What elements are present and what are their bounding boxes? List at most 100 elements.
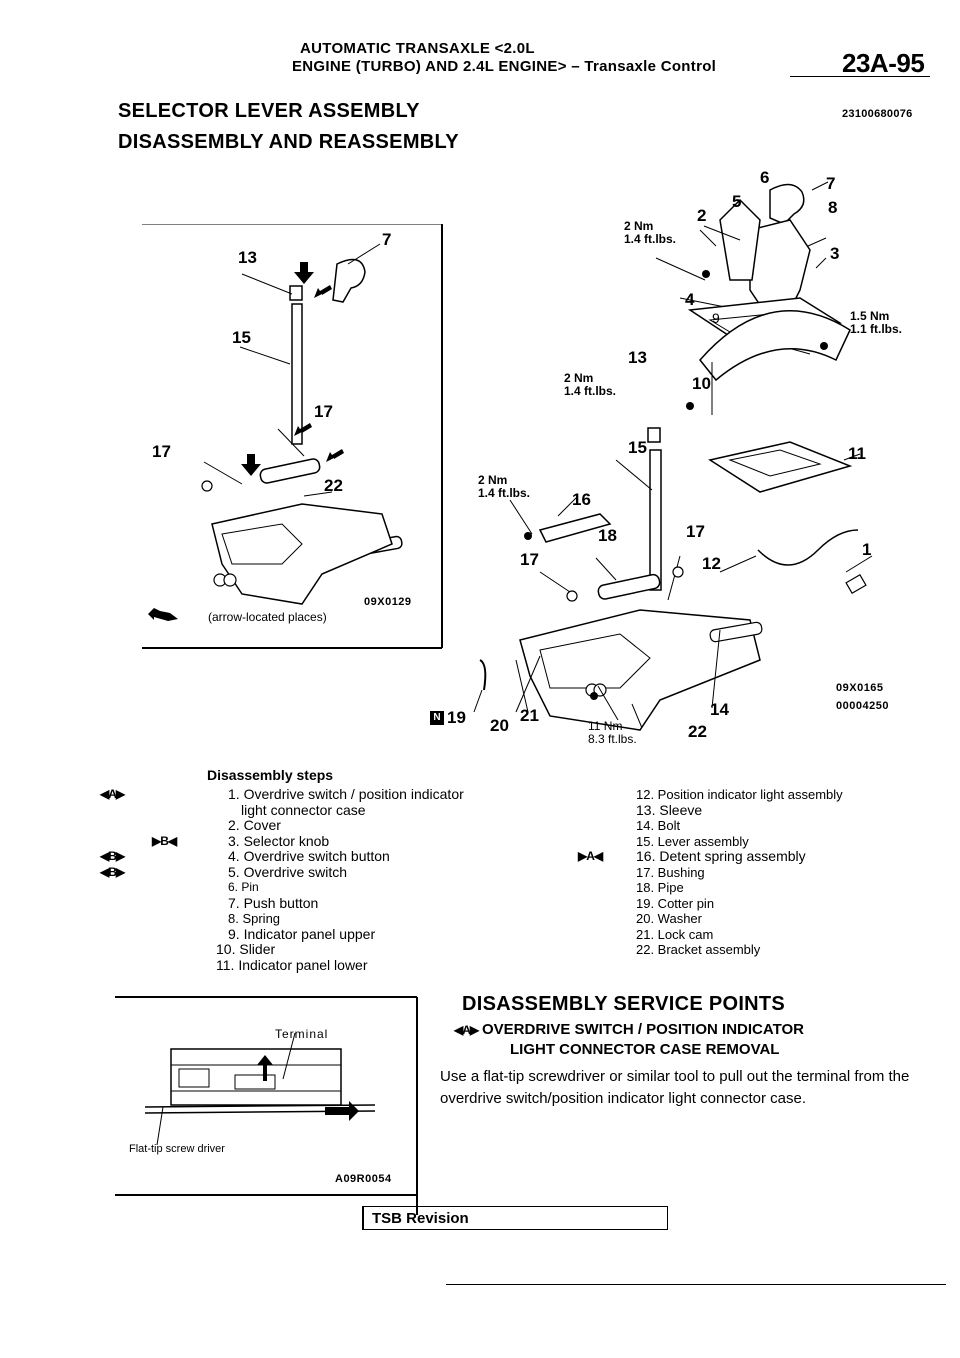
list-item: 13. Sleeve (570, 801, 950, 819)
callout-r-7: 7 (826, 174, 836, 193)
callout-r-9: 9 (712, 310, 720, 326)
step-7: 7. Push button (228, 894, 319, 911)
list-item: 12. Position indicator light assembly (570, 787, 950, 803)
torque-1-nm: 2 Nm (624, 219, 654, 233)
figure-left: 13 7 15 17 17 22 (arrow-located places) … (142, 224, 443, 649)
list-item: ◀B▶ 5. Overdrive switch (100, 864, 480, 881)
callout-7: 7 (382, 230, 392, 249)
list-item: 22. Bracket assembly (570, 942, 950, 958)
figure-left-code: 09X0129 (364, 596, 412, 608)
step-19: 19. Cotter pin (636, 895, 715, 911)
figure-right-code-2: 00004250 (836, 700, 889, 712)
list-item: light connector case (100, 801, 480, 819)
torque-spec-2: 1.5 Nm 1.1 ft.lbs. (850, 310, 902, 336)
step-1-cont: light connector case (241, 801, 366, 818)
callout-13: 13 (238, 248, 257, 267)
step-22: 22. Bracket assembly (636, 942, 761, 957)
callout-r-11: 11 (848, 444, 866, 463)
step-21: 21. Lock cam (636, 926, 714, 942)
step-12: 12. Position indicator light assembly (636, 787, 843, 802)
callout-r-8: 8 (828, 198, 838, 217)
list-item: 7. Push button (100, 894, 480, 912)
step-8: 8. Spring (228, 911, 281, 926)
section-code: 23100680076 (842, 108, 913, 120)
callout-r-13: 13 (628, 348, 647, 367)
step-18: 18. Pipe (636, 880, 684, 895)
figure-bottom-code: A09R0054 (335, 1173, 392, 1185)
disassembly-list-right: 12. Position indicator light assembly 13… (570, 787, 950, 958)
step-6: 6. Pin (228, 880, 259, 894)
page-number: 23A-95 (842, 48, 925, 78)
step-15: 15. Lever assembly (636, 833, 749, 849)
service-subheading-line-1: OVERDRIVE SWITCH / POSITION INDICATOR (482, 1021, 804, 1038)
footer-rule (446, 1284, 946, 1285)
step-20: 20. Washer (636, 911, 702, 926)
step-11: 11. Indicator panel lower (216, 956, 368, 973)
tsb-revision: TSB Revision (362, 1206, 668, 1230)
service-body: Use a flat-tip screwdriver or similar to… (440, 1068, 910, 1107)
service-subheading: ◀A▶ OVERDRIVE SWITCH / POSITION INDICATO… (454, 1020, 804, 1060)
callout-15: 15 (232, 328, 251, 347)
page-subtitle: DISASSEMBLY AND REASSEMBLY (118, 131, 459, 153)
header-line-1: AUTOMATIC TRANSAXLE <2.0L (300, 40, 535, 57)
list-item: ◀B▶ 4. Overdrive switch button (100, 848, 480, 865)
figure-left-drawing (142, 224, 443, 649)
callout-r-6: 6 (760, 168, 770, 187)
figure-left-caption: (arrow-located places) (208, 610, 327, 624)
torque-5-ftlbs: 8.3 ft.lbs. (588, 732, 637, 746)
service-points-heading: DISASSEMBLY SERVICE POINTS (462, 993, 786, 1015)
callout-r-16: 16 (572, 490, 591, 509)
tool-label: Flat-tip screw driver (129, 1143, 225, 1155)
page-title: SELECTOR LEVER ASSEMBLY (118, 100, 420, 122)
torque-4-ftlbs: 1.4 ft.lbs. (478, 486, 531, 500)
callout-r-19-group: N 19 (430, 708, 466, 728)
callout-r-10: 10 (692, 374, 711, 393)
marker-a-icon: ▶A◀ (578, 849, 603, 863)
list-item: 2. Cover (100, 817, 480, 834)
reuse-prohibited-icon: N (430, 711, 444, 725)
figure-right-drawing (473, 181, 873, 731)
list-item: 17. Bushing (570, 865, 950, 881)
torque-spec-3: 2 Nm 1.4 ft.lbs. (564, 372, 616, 398)
callout-r-5: 5 (732, 192, 742, 211)
list-item: 8. Spring (100, 911, 480, 927)
callout-r-2: 2 (697, 206, 707, 225)
callout-r-20: 20 (490, 716, 509, 735)
callout-r-19: 19 (447, 708, 466, 727)
callout-22: 22 (324, 476, 343, 495)
list-item: ▶A◀ 16. Detent spring assembly (570, 848, 950, 865)
torque-5-nm: 11 Nm (588, 719, 623, 733)
list-item: 6. Pin (100, 880, 480, 896)
callout-r-4: 4 (685, 290, 695, 309)
list-item: 18. Pipe (570, 880, 950, 896)
step-10: 10. Slider (216, 941, 276, 957)
list-item: ▶B◀ 3. Selector knob (100, 832, 480, 850)
list-item: 14. Bolt (570, 818, 950, 834)
figure-bottom-drawing (115, 996, 418, 1215)
callout-r-14: 14 (710, 700, 729, 719)
callout-r-12: 12 (702, 554, 721, 573)
step-13: 13. Sleeve (636, 801, 703, 818)
disassembly-steps-title: Disassembly steps (207, 767, 334, 783)
list-item: 21. Lock cam (570, 927, 950, 943)
torque-spec-4: 2 Nm 1.4 ft.lbs. (478, 474, 530, 500)
marker-a-icon: ◀A▶ (100, 787, 125, 801)
callout-r-21: 21 (520, 706, 539, 725)
figure-right-code-1: 09X0165 (836, 682, 884, 694)
header-rule (790, 76, 930, 77)
service-subheading-line-2: LIGHT CONNECTOR CASE REMOVAL (510, 1041, 780, 1058)
marker-b-icon: ◀B▶ (100, 864, 125, 879)
marker-b-icon: ▶B◀ (152, 833, 177, 848)
torque-4-nm: 2 Nm (478, 473, 508, 487)
callout-17b: 17 (152, 442, 171, 461)
figure-right: 6 7 2 5 8 3 4 9 13 10 15 11 16 18 17 17 … (420, 160, 940, 760)
torque-2-nm: 1.5 Nm (850, 309, 890, 323)
step-1: 1. Overdrive switch / position indicator (228, 786, 464, 802)
marker-b-icon: ◀B▶ (100, 849, 125, 863)
step-2: 2. Cover (228, 817, 281, 833)
step-3: 3. Selector knob (228, 832, 330, 849)
callout-r-3: 3 (830, 244, 840, 263)
list-item: 11. Indicator panel lower (100, 956, 480, 974)
torque-spec-1: 2 Nm 1.4 ft.lbs. (624, 220, 676, 246)
list-item: 20. Washer (570, 911, 950, 927)
